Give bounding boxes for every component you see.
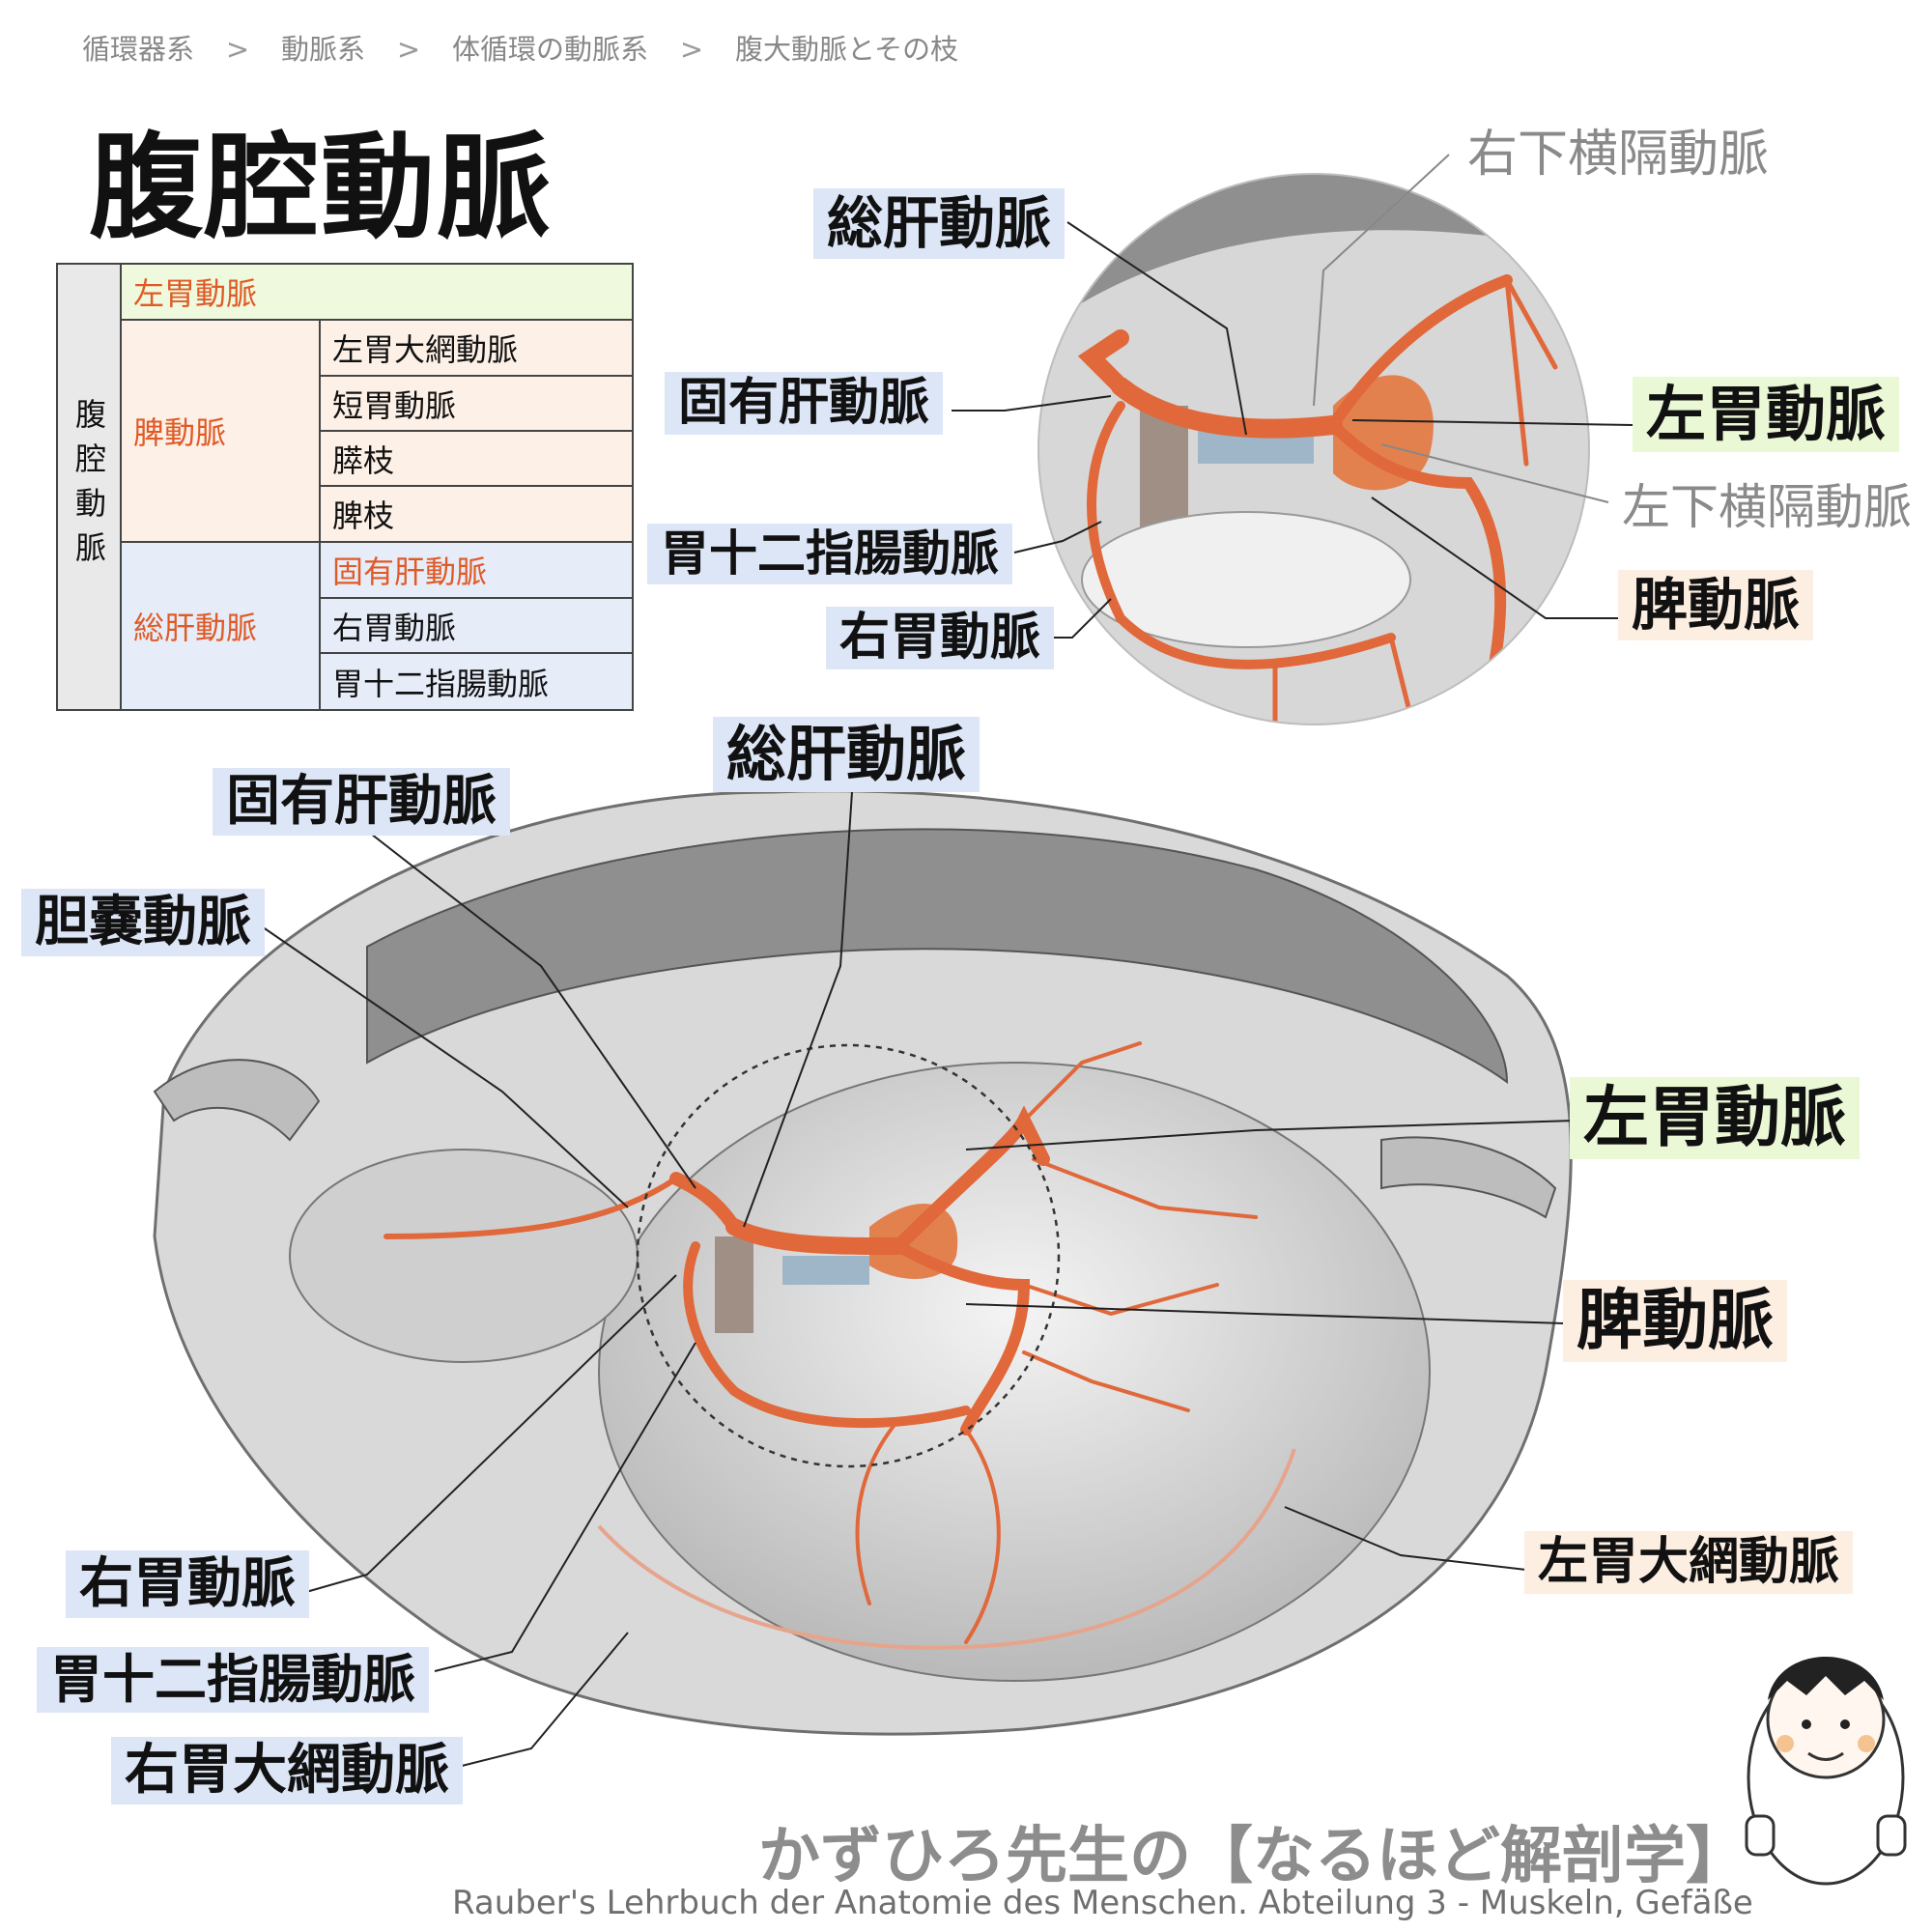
- table-root-label: 腹腔動脈: [71, 398, 107, 576]
- breadcrumb: 循環器系 > 動脈系 > 体循環の動脈系 > 腹大動脈とその枝: [82, 27, 958, 68]
- gastroepiploic-arcade: [597, 1448, 1296, 1650]
- page-title: 腹腔動脈: [89, 121, 554, 254]
- label-inset-left-inferior-phrenic: 左下横隔動脈: [1622, 479, 1912, 535]
- label-inset-left-gastric: 左胃動脈: [1633, 377, 1900, 452]
- inset-splenic: [1327, 419, 1507, 701]
- duodenum: [289, 1149, 639, 1363]
- table-splenic: 脾動脈: [122, 321, 321, 543]
- leader-inset-splenic: [1371, 497, 1633, 619]
- inset-illustration: [1037, 173, 1590, 725]
- leader-inset-left-inferior-phrenic: [1380, 443, 1609, 503]
- label-main-right-gastric: 右胃動脈: [66, 1550, 309, 1618]
- table-common-hepatic: 総肝動脈: [122, 543, 321, 709]
- label-main-common-hepatic: 総肝動脈: [713, 717, 980, 792]
- label-main-right-gastroepiploic: 右胃大網動脈: [111, 1737, 463, 1804]
- label-inset-gastroduodenal: 胃十二指腸動脈: [647, 524, 1012, 584]
- aorta: [715, 1236, 753, 1333]
- inset-pancreas: [1081, 511, 1411, 648]
- abdominal-wall-right: [1380, 1136, 1557, 1219]
- breadcrumb-separator: >: [396, 33, 421, 66]
- inset-gastroduodenal: [1087, 401, 1396, 669]
- leader-main-gastroduodenal: [434, 1342, 696, 1672]
- detail-circle-marker: [636, 1043, 1061, 1468]
- liver: [366, 828, 1509, 1084]
- gastric-branches: [1022, 1041, 1258, 1412]
- label-inset-splenic: 脾動脈: [1618, 570, 1814, 640]
- footer-credit: Rauber's Lehrbuch der Anatomie des Mensc…: [452, 1884, 1753, 1922]
- inset-branches: [1272, 277, 1558, 724]
- label-inset-common-hepatic: 総肝動脈: [813, 188, 1065, 259]
- inset-liver: [1043, 174, 1584, 328]
- inset-border: [1037, 173, 1590, 725]
- arterial-tree: [384, 1041, 1258, 1644]
- label-main-gastroduodenal: 胃十二指腸動脈: [37, 1647, 429, 1713]
- leader-main-right-gastric: [298, 1274, 677, 1595]
- table-splenic-branch: 膵枝: [321, 432, 632, 487]
- label-inset-right-inferior-phrenic: 右下横隔動脈: [1467, 126, 1770, 184]
- table-hepatic-branch: 固有肝動脈: [321, 543, 632, 599]
- inset-aorta: [1140, 406, 1188, 531]
- table-root-cell: 腹腔動脈: [58, 265, 122, 709]
- mascot-eye: [1802, 1719, 1811, 1729]
- mascot-hair: [1768, 1657, 1884, 1700]
- table-hepatic-branch: 右胃動脈: [321, 599, 632, 654]
- label-inset-right-gastric: 右胃動脈: [826, 607, 1055, 669]
- leader-inset-gastroduodenal: [1013, 521, 1102, 554]
- main-illustration: [153, 789, 1573, 1736]
- leader-lines: [255, 154, 1634, 1769]
- leader-main-common-hepatic: [743, 791, 853, 1228]
- mascot-smile: [1807, 1751, 1844, 1761]
- inset-spleen: [1333, 375, 1434, 491]
- mascot-eye: [1840, 1719, 1850, 1729]
- breadcrumb-item[interactable]: 循環器系: [82, 33, 195, 66]
- table-left-gastric: 左胃動脈: [122, 265, 632, 321]
- breadcrumb-item[interactable]: 体循環の動脈系: [452, 33, 649, 66]
- inset-common-hepatic: [1111, 377, 1343, 439]
- leader-main-right-gastroepiploic: [453, 1632, 629, 1769]
- leader-inset-left-gastric: [1351, 419, 1634, 426]
- cystic-artery: [384, 1176, 679, 1239]
- omental-branches: [855, 1418, 1001, 1644]
- inset-proper-hepatic: [1077, 329, 1129, 395]
- table-splenic-branch: 短胃動脈: [321, 377, 632, 432]
- inset-arterial-tree: [1077, 274, 1558, 724]
- breadcrumb-separator: >: [225, 33, 250, 66]
- inset-left-gastric: [1327, 274, 1513, 431]
- mascot-cheek: [1858, 1735, 1875, 1752]
- leader-main-left-gastric: [965, 1120, 1576, 1151]
- portal-vein: [782, 1256, 869, 1285]
- mascot-cheek: [1776, 1735, 1794, 1752]
- common-hepatic-artery: [725, 1218, 907, 1255]
- mascot-thumb-right: [1876, 1814, 1907, 1857]
- label-main-proper-hepatic: 固有肝動脈: [213, 768, 510, 836]
- table-splenic-branch: 左胃大網動脈: [321, 321, 632, 377]
- breadcrumb-separator: >: [679, 33, 704, 66]
- footer-brand: かずひろ先生の【なるほど解剖学】: [758, 1821, 1747, 1892]
- table-hepatic-branch: 胃十二指腸動脈: [321, 654, 632, 709]
- label-main-cystic: 胆嚢動脈: [21, 889, 265, 956]
- breadcrumb-item[interactable]: 動脈系: [281, 33, 366, 66]
- leader-inset-common-hepatic: [1066, 221, 1247, 436]
- label-inset-proper-hepatic: 固有肝動脈: [665, 372, 944, 435]
- mascot-thumb-left: [1745, 1814, 1776, 1857]
- leader-main-splenic: [965, 1303, 1566, 1324]
- left-gastric-artery: [892, 1105, 1050, 1253]
- table-splenic-branch: 脾枝: [321, 487, 632, 543]
- leader-main-cystic: [255, 922, 629, 1208]
- leader-inset-right-inferior-phrenic: [1313, 154, 1450, 407]
- proper-hepatic-artery: [669, 1172, 741, 1234]
- label-main-left-gastric: 左胃動脈: [1570, 1077, 1861, 1159]
- stomach: [598, 1062, 1431, 1682]
- mascot-avatar: [1745, 1657, 1907, 1886]
- leader-main-proper-hepatic: [366, 830, 696, 1189]
- leader-main-left-gastroepiploic: [1284, 1506, 1527, 1571]
- label-main-left-gastroepiploic: 左胃大網動脈: [1524, 1531, 1854, 1594]
- label-main-splenic: 脾動脈: [1563, 1280, 1788, 1362]
- abdominal-wall-left: [153, 1059, 321, 1142]
- leader-inset-proper-hepatic: [952, 395, 1112, 412]
- branch-table: 腹腔動脈 左胃動脈 脾動脈 左胃大網動脈 短胃動脈 膵枝 脾枝 総肝動脈 固有肝…: [56, 263, 634, 711]
- breadcrumb-item[interactable]: 腹大動脈とその枝: [735, 33, 959, 66]
